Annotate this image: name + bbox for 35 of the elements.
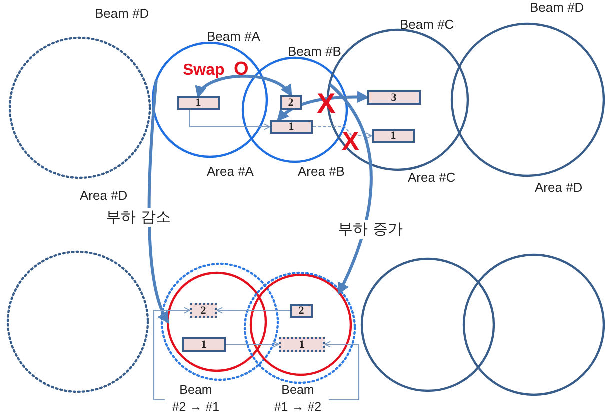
arrow (216, 307, 290, 314)
arrow (328, 83, 373, 296)
edge-label: 부하 감소 (104, 208, 173, 227)
beam-box: 1 (279, 337, 325, 352)
beam-label: Beam #A (207, 29, 260, 44)
forbidden-mark: X (342, 128, 360, 154)
beam-caption: Beam #1 → #2 (267, 382, 329, 416)
area-label: Area #B (298, 164, 345, 179)
beam-box: 2 (280, 95, 302, 110)
beam-label: Beam #C (400, 17, 454, 32)
beam-caption: Beam #2 → #1 (165, 382, 227, 416)
area-label: Area #A (207, 164, 254, 179)
beam-box: 3 (367, 90, 421, 105)
area-label: Area #C (408, 170, 456, 185)
beam-label: Beam #D (530, 0, 584, 15)
arrow (312, 126, 372, 140)
arrow (324, 341, 360, 401)
beam-box: 2 (190, 303, 217, 318)
beam-label: Beam #D (95, 6, 150, 21)
arrow (226, 341, 280, 348)
beam-box: 2 (290, 304, 313, 318)
arrow (197, 74, 293, 98)
beam-box: 1 (372, 129, 415, 143)
beam-box: 1 (177, 96, 220, 110)
allowed-mark: O (234, 60, 249, 79)
beam-box: 1 (182, 337, 226, 352)
area-label: Area #D (535, 180, 583, 195)
edge-label: 부하 증가 (336, 220, 405, 239)
arrow (153, 307, 190, 401)
swap-label: Swap (183, 63, 225, 79)
arrow (148, 80, 170, 324)
beam-label: Beam #B (288, 44, 342, 59)
arrow (189, 110, 270, 130)
area-label: Area #D (80, 188, 128, 203)
beam-box: 1 (270, 120, 313, 134)
